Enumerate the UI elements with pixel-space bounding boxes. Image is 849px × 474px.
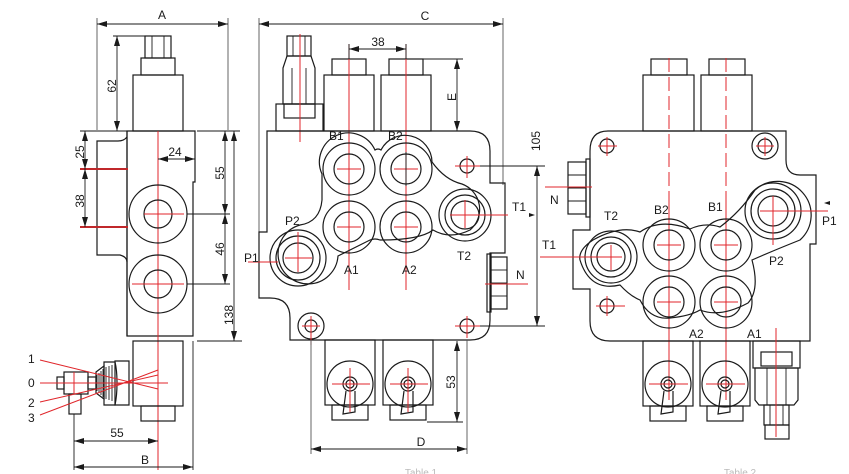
front-body xyxy=(258,130,506,341)
side-view: A 62 xyxy=(28,8,242,470)
rear-label-n: N xyxy=(550,193,559,207)
rear-mount-hole-tl xyxy=(598,137,617,156)
dim-46-label: 46 xyxy=(213,242,227,256)
rear-port-a2 xyxy=(642,275,696,329)
rear-spool-end-2[interactable] xyxy=(699,340,751,422)
front-spool-end-2[interactable] xyxy=(382,339,434,421)
rear-port-b1 xyxy=(699,218,753,272)
dim-62: 62 xyxy=(105,35,150,131)
rear-mount-hole-tr xyxy=(751,132,779,160)
rear-label-p1: P1 xyxy=(822,214,837,228)
rear-mount-hole-bl xyxy=(596,296,625,316)
lever-pos-0: 0 xyxy=(28,376,35,390)
rear-port-t2 xyxy=(540,230,638,284)
rear-port-b2 xyxy=(642,218,696,272)
dim-24-label: 24 xyxy=(168,145,182,159)
front-port-a2 xyxy=(379,200,433,254)
lever-pos-3: 3 xyxy=(28,411,35,425)
spool-housing xyxy=(132,340,194,470)
dim-25-label: 25 xyxy=(73,145,87,159)
dim-e: E xyxy=(423,58,463,131)
dim-e-label: E xyxy=(445,93,459,101)
dim-a-label: A xyxy=(158,8,166,22)
dim-spacing-38: 38 xyxy=(348,35,407,59)
dim-25-38: 25 38 xyxy=(73,130,128,228)
front-mount-hole-tr xyxy=(455,156,545,178)
rear-spool-end-1[interactable] xyxy=(642,340,694,422)
dim-lever-55-label: 55 xyxy=(110,426,124,440)
lever-position-labels: 1 0 2 3 xyxy=(28,352,35,425)
front-view: C xyxy=(244,9,545,474)
rear-label-a1: A1 xyxy=(747,327,762,341)
label-t1: T1 xyxy=(512,200,526,214)
dim-b-label: B xyxy=(141,453,149,467)
rear-port-p1 xyxy=(744,182,830,245)
lever-pos-2: 2 xyxy=(28,396,35,410)
front-port-cluster xyxy=(277,132,481,285)
rear-relief-valve xyxy=(752,328,801,440)
side-port-upper xyxy=(128,184,230,244)
relief-valve-cap xyxy=(132,35,184,132)
front-spool-end-1[interactable] xyxy=(324,339,376,421)
rear-label-b2: B2 xyxy=(654,203,669,217)
dim-24: 24 xyxy=(158,145,195,162)
caption-table1: Table 1 xyxy=(405,468,438,474)
dim-53: 53 xyxy=(427,341,463,423)
rear-label-t1: T1 xyxy=(542,238,556,252)
label-p1: P1 xyxy=(244,251,259,265)
dim-lever-55-b: 55 B xyxy=(73,414,193,470)
caption-table2: Table 2 xyxy=(724,468,757,474)
front-port-p2 xyxy=(248,229,327,287)
front-port-b1 xyxy=(322,142,376,196)
rear-label-p2: P2 xyxy=(769,254,784,268)
dim-spacing-38-label: 38 xyxy=(371,35,385,49)
front-port-t2 xyxy=(438,188,535,242)
dim-d-label: D xyxy=(417,435,426,449)
label-n: N xyxy=(516,268,525,282)
rear-port-labels: T1 N T2 B2 B1 P1 P2 A2 A1 Table 2 xyxy=(542,193,837,474)
front-port-labels: B1 B2 P2 P1 A1 A2 T2 T1 N Table 1 xyxy=(244,129,526,474)
rear-label-b1: B1 xyxy=(708,200,723,214)
side-body xyxy=(96,130,196,470)
rear-label-a2: A2 xyxy=(689,327,704,341)
rear-label-t2: T2 xyxy=(604,209,618,223)
dim-105-label: 105 xyxy=(529,131,543,151)
dim-105: 105 xyxy=(529,131,543,326)
front-mount-hole-br xyxy=(455,316,545,338)
dim-55-46-138: 55 46 138 xyxy=(197,130,242,342)
dim-62-label: 62 xyxy=(105,79,119,93)
dim-d: D xyxy=(310,340,468,454)
front-relief-valve xyxy=(275,34,324,142)
dim-38-label: 38 xyxy=(73,194,87,208)
side-port-lower xyxy=(128,254,230,314)
label-b1: B1 xyxy=(329,129,344,143)
dim-c: C xyxy=(258,9,504,232)
dim-138-label: 138 xyxy=(222,305,236,325)
rear-plug-n xyxy=(545,158,592,218)
dim-53-label: 53 xyxy=(444,375,458,389)
rear-view: T1 N T2 B2 B1 P1 P2 A2 A1 Table 2 xyxy=(540,58,837,474)
dim-a: A xyxy=(96,8,229,130)
dim-c-label: C xyxy=(421,9,430,23)
label-b2: B2 xyxy=(388,129,403,143)
dim-55-label: 55 xyxy=(213,166,227,180)
rear-port-cluster xyxy=(579,180,812,319)
rear-body xyxy=(572,130,817,342)
front-port-b2 xyxy=(379,142,433,196)
label-a2: A2 xyxy=(402,263,417,277)
label-t2: T2 xyxy=(457,249,471,263)
control-lever[interactable] xyxy=(39,359,168,416)
front-plug-n xyxy=(485,253,528,313)
label-a1: A1 xyxy=(344,263,359,277)
front-port-a1 xyxy=(322,200,376,254)
label-p2: P2 xyxy=(285,214,300,228)
lever-pos-1: 1 xyxy=(28,352,35,366)
rear-port-a1 xyxy=(699,275,753,329)
